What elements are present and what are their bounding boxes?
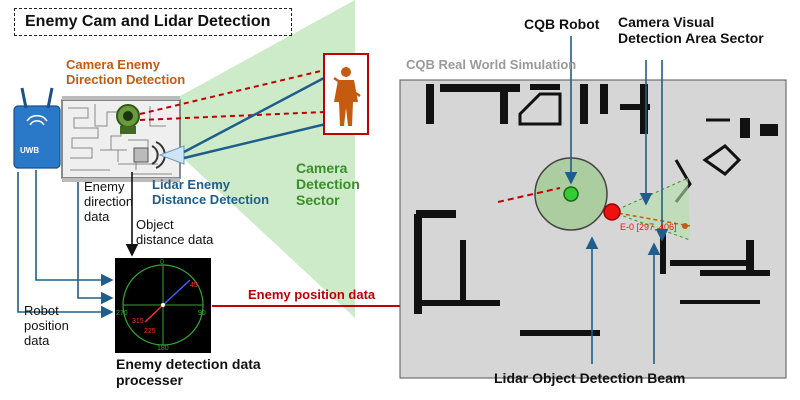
radar-tick-0: 0: [160, 259, 164, 266]
simulation-title: CQB Real World Simulation: [406, 57, 577, 72]
camera-device: [116, 104, 140, 134]
camera-direction-arrow: [77, 182, 114, 305]
diagram-title: Enemy Cam and Lidar Detection: [14, 8, 292, 36]
enemy-figure: [323, 53, 369, 135]
robot-position-arrow: [17, 172, 114, 319]
lidar-enemy-distance-label: Lidar Enemy Distance Detection: [152, 177, 270, 208]
label-line: Direction Detection: [66, 71, 186, 87]
radar-tick-315: 315: [132, 318, 144, 325]
uwb-to-processor-arrow: [35, 170, 114, 287]
camera-ray-bottom: [139, 111, 326, 121]
label-line: data: [84, 208, 110, 224]
label-line: data: [24, 332, 50, 348]
simulation-map: [399, 79, 787, 379]
camera-visual-sector-label: Camera Visual Detection Area Sector: [618, 14, 764, 46]
enemy-tag: E-0 [297, 406]: [620, 222, 677, 232]
camera-ray-top: [139, 69, 326, 115]
camera-detection-sector-label: Camera Detection Sector: [296, 160, 360, 208]
lidar-beam-label: Lidar Object Detection Beam: [494, 370, 686, 386]
label-line: Distance Detection: [152, 191, 270, 207]
label-line: Enemy: [84, 179, 125, 194]
object-distance-data-label: Object distance data: [136, 217, 214, 248]
label-line: Sector: [296, 192, 340, 209]
radar-tick-90: 90: [198, 310, 206, 317]
enemy-direction-data-label: Enemy direction data: [84, 179, 134, 225]
label-line: Camera Enemy: [66, 57, 160, 72]
radar-tick-225: 225: [144, 328, 156, 335]
label-line: processer: [116, 372, 183, 389]
radar-display: [115, 258, 211, 353]
enemy-dot: [603, 203, 621, 221]
radar-tick-45: 45: [190, 282, 198, 289]
label-line: Detection Area Sector: [618, 30, 764, 47]
label-line: distance data: [136, 231, 214, 247]
uwb-label: UWB: [20, 146, 40, 155]
camera-detection-sector: [140, 0, 355, 318]
label-line: Robot: [24, 303, 59, 318]
label-line: Camera Visual: [618, 14, 715, 30]
cqb-robot-dot: [563, 186, 579, 202]
enemy-position-data-label: Enemy position data: [248, 287, 376, 302]
lidar-device: [133, 141, 185, 169]
label-line: position: [24, 317, 69, 333]
radar-tick-270: 270: [116, 310, 128, 317]
uwb-module: [13, 87, 61, 169]
label-line: Camera: [296, 160, 348, 176]
radar-tick-180: 180: [157, 345, 169, 352]
label-line: Enemy detection data: [116, 356, 261, 372]
processor-label: Enemy detection data processer: [116, 356, 261, 388]
lidar-ray-bottom: [183, 122, 327, 160]
cqb-robot-label: CQB Robot: [524, 16, 600, 32]
label-line: Object: [136, 217, 174, 232]
label-line: Detection: [296, 176, 360, 193]
camera-enemy-direction-label: Camera Enemy Direction Detection: [66, 57, 186, 88]
robot-position-data-label: Robot position data: [24, 303, 69, 349]
lidar-ray-top: [183, 76, 325, 154]
label-line: Lidar Enemy: [152, 177, 231, 192]
label-line: direction: [84, 193, 134, 209]
